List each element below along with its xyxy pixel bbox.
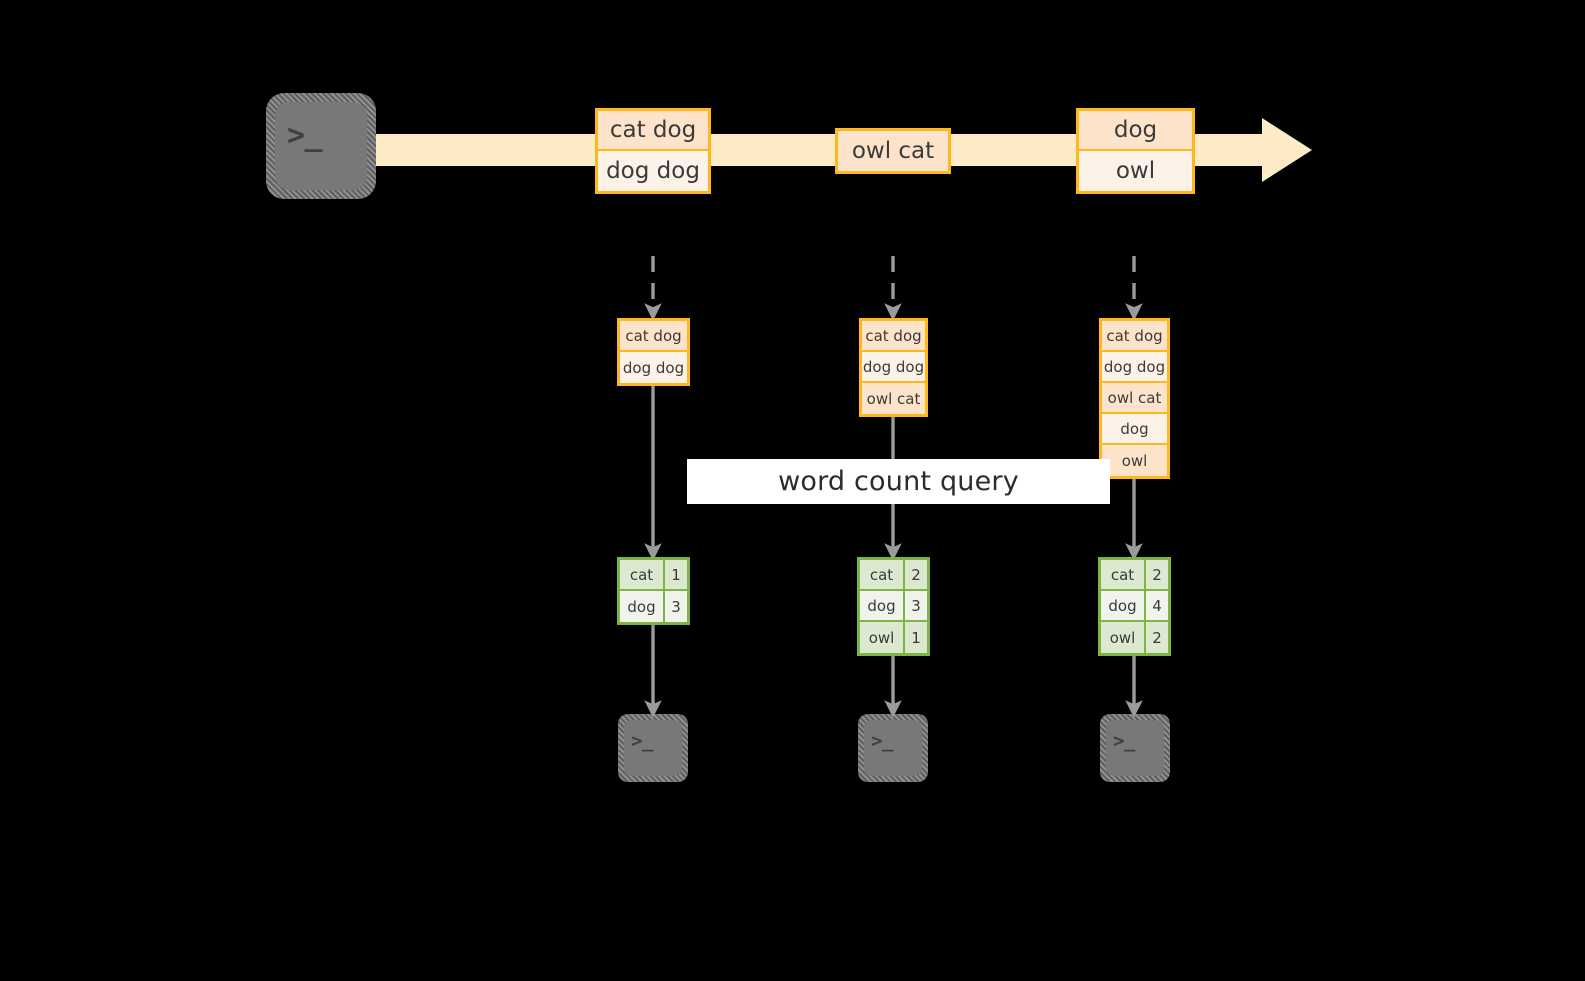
- table-row: dog 3: [620, 591, 687, 622]
- event-line: cat dog: [598, 111, 708, 151]
- snapshot-3-sink-terminal[interactable]: >_: [1100, 714, 1170, 782]
- stream-line: dog: [1102, 414, 1167, 445]
- terminal-screen: [864, 720, 922, 776]
- snapshot-3-input-stack[interactable]: cat dog dog dog owl cat dog owl: [1099, 318, 1170, 479]
- result-count: 1: [665, 560, 687, 589]
- snapshot-2-result-table[interactable]: cat 2 dog 3 owl 1: [857, 557, 930, 656]
- result-count: 4: [1146, 591, 1168, 620]
- table-row: dog 4: [1101, 591, 1168, 622]
- terminal-prompt-icon: >_: [631, 730, 654, 752]
- stream-line: cat dog: [620, 321, 687, 352]
- result-word: dog: [1101, 591, 1146, 620]
- stream-line: dog dog: [620, 352, 687, 383]
- result-word: owl: [860, 622, 905, 653]
- event-line: owl cat: [838, 131, 948, 171]
- result-word: dog: [860, 591, 905, 620]
- result-word: owl: [1101, 622, 1146, 653]
- snapshot-2-sink-terminal[interactable]: >_: [858, 714, 928, 782]
- timeline-event-3[interactable]: dog owl: [1076, 108, 1195, 194]
- result-count: 3: [665, 591, 687, 622]
- table-row: cat 2: [1101, 560, 1168, 591]
- table-row: cat 2: [860, 560, 927, 591]
- word-count-query-label: word count query: [687, 459, 1110, 504]
- result-word: cat: [860, 560, 905, 589]
- snapshot-3-result-table[interactable]: cat 2 dog 4 owl 2: [1098, 557, 1171, 656]
- result-word: cat: [620, 560, 665, 589]
- stream-line: dog dog: [862, 352, 925, 383]
- terminal-prompt-icon: >_: [287, 118, 323, 153]
- result-word: dog: [620, 591, 665, 622]
- stream-line: dog dog: [1102, 352, 1167, 383]
- result-count: 2: [1146, 622, 1168, 653]
- result-count: 2: [1146, 560, 1168, 589]
- stream-line: owl cat: [1102, 383, 1167, 414]
- terminal-prompt-icon: >_: [1113, 730, 1136, 752]
- event-line: dog: [1079, 111, 1192, 151]
- result-count: 1: [905, 622, 927, 653]
- source-terminal[interactable]: >_: [266, 93, 376, 199]
- timeline-event-1[interactable]: cat dog dog dog: [595, 108, 711, 194]
- stream-line: owl: [1102, 445, 1167, 476]
- terminal-prompt-icon: >_: [871, 730, 894, 752]
- snapshot-2-input-stack[interactable]: cat dog dog dog owl cat: [859, 318, 928, 417]
- table-row: dog 3: [860, 591, 927, 622]
- table-row: owl 2: [1101, 622, 1168, 653]
- timeline-event-2[interactable]: owl cat: [835, 128, 951, 174]
- terminal-screen: [624, 720, 682, 776]
- stream-line: owl cat: [862, 383, 925, 414]
- table-row: owl 1: [860, 622, 927, 653]
- snapshot-1-sink-terminal[interactable]: >_: [618, 714, 688, 782]
- stream-line: cat dog: [862, 321, 925, 352]
- terminal-screen: [275, 102, 367, 190]
- result-count: 3: [905, 591, 927, 620]
- snapshot-1-result-table[interactable]: cat 1 dog 3: [617, 557, 690, 625]
- snapshot-1-input-stack[interactable]: cat dog dog dog: [617, 318, 690, 386]
- event-line: dog dog: [598, 151, 708, 191]
- result-word: cat: [1101, 560, 1146, 589]
- result-count: 2: [905, 560, 927, 589]
- query-label-text: word count query: [778, 466, 1019, 497]
- terminal-screen: [1106, 720, 1164, 776]
- stream-line: cat dog: [1102, 321, 1167, 352]
- table-row: cat 1: [620, 560, 687, 591]
- event-line: owl: [1079, 151, 1192, 191]
